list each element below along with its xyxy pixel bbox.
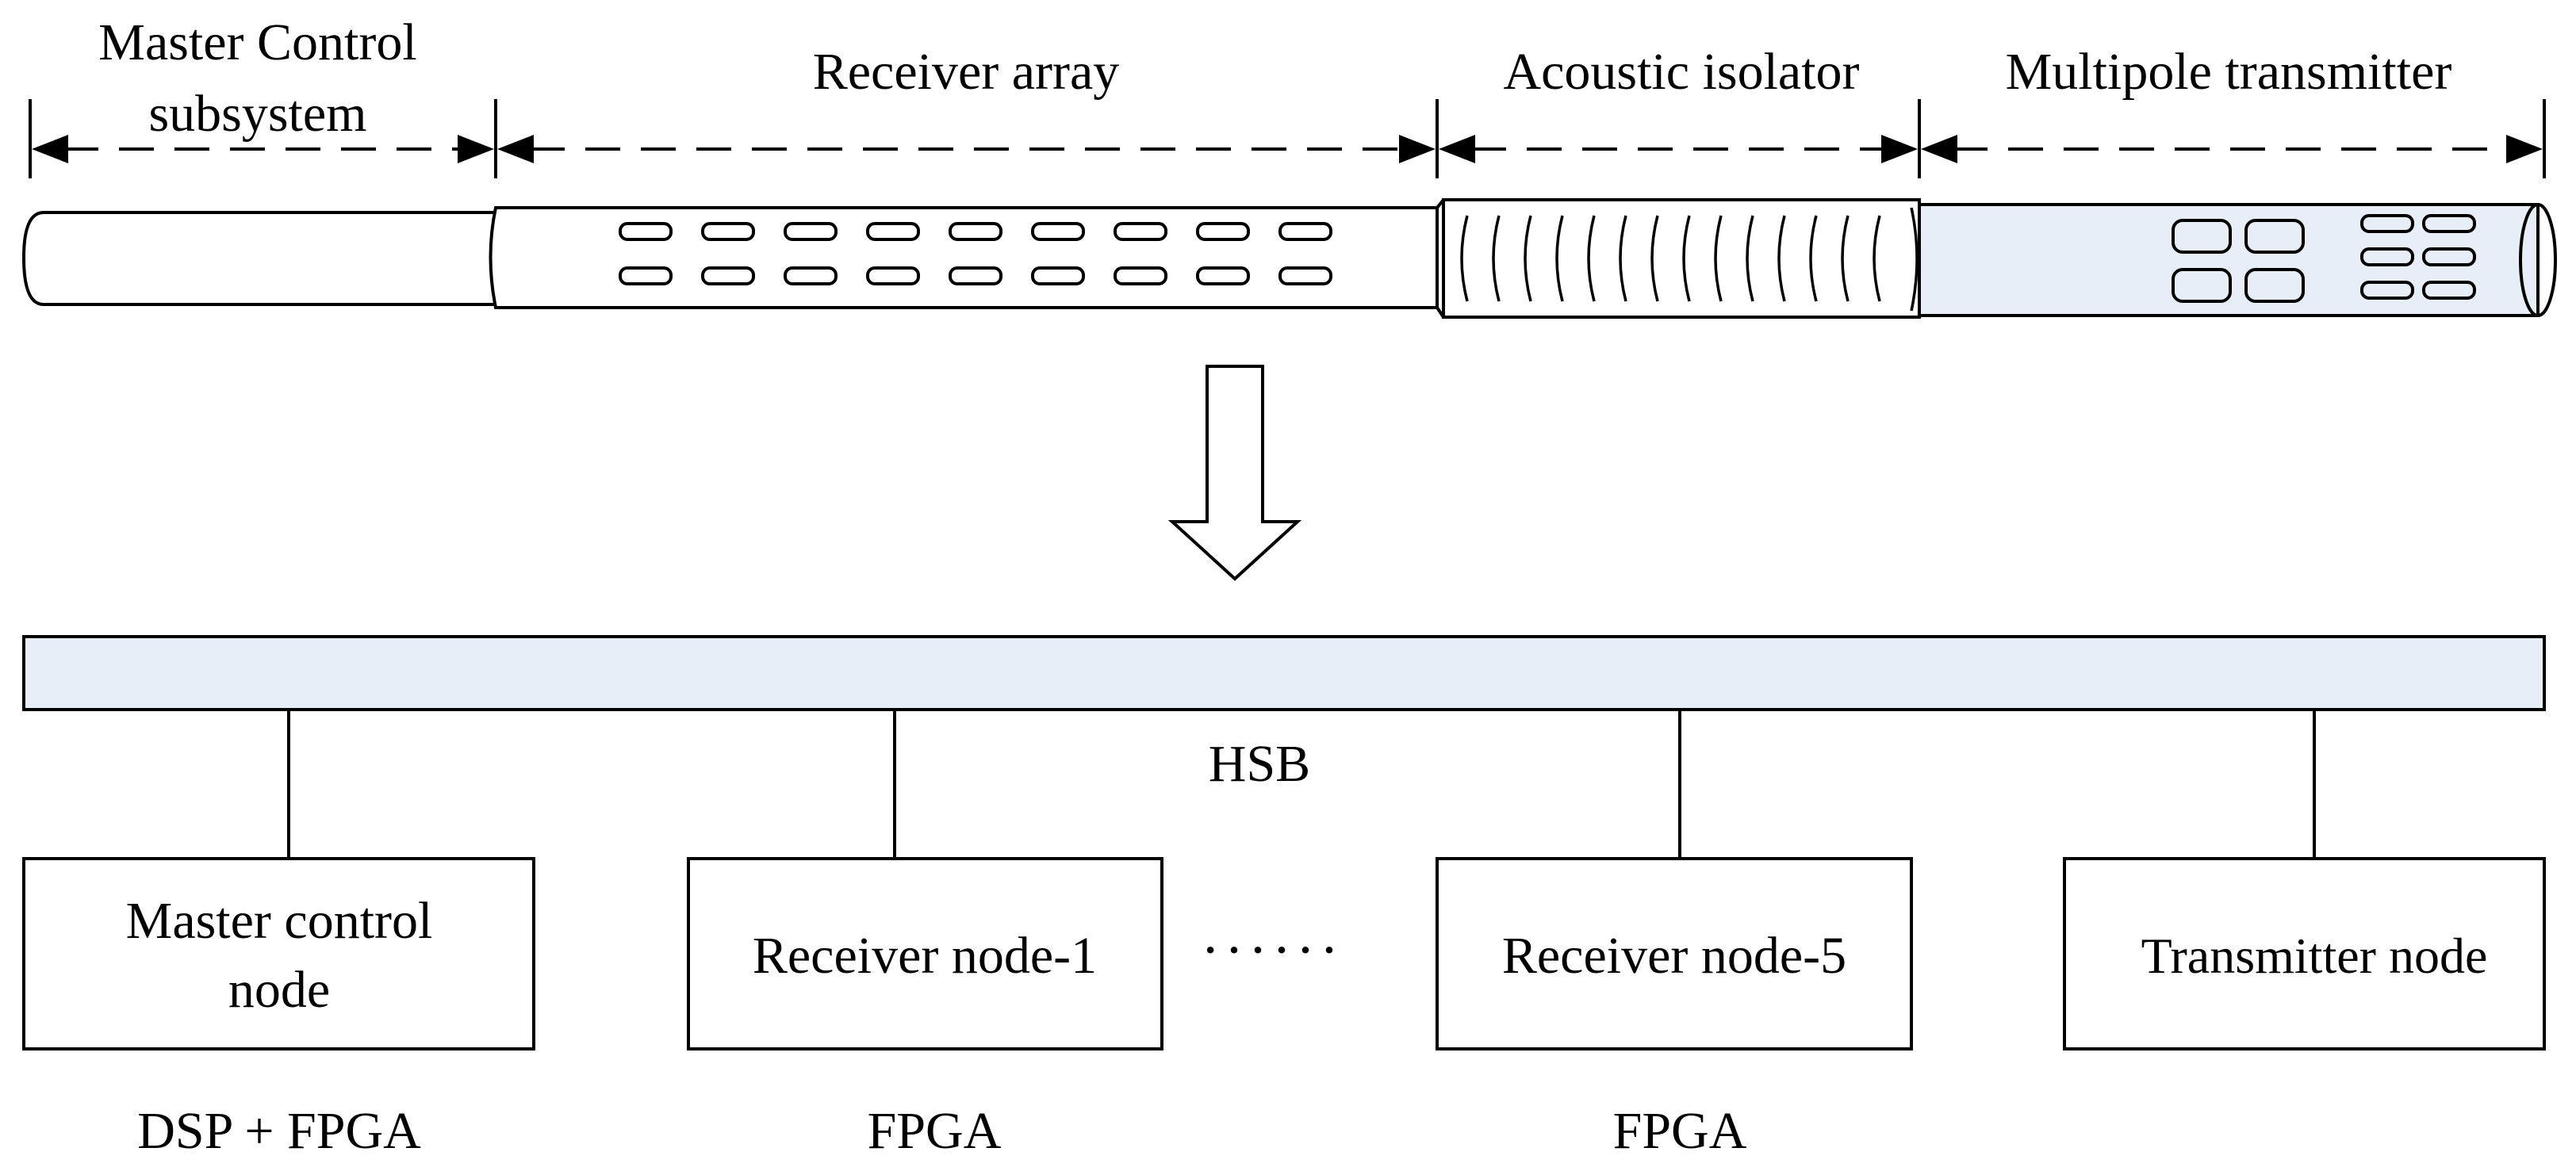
down-arrow-icon (1167, 365, 1302, 581)
node-receiver-5: Receiver node-5 (1436, 857, 1913, 1050)
isolator-grooves (1460, 207, 1919, 312)
tool-master-control-section (21, 211, 496, 306)
chip-receiver-1: FPGA (868, 1102, 1002, 1160)
hsb-label: HSB (1209, 735, 1310, 793)
node-receiver-1: Receiver node-1 (687, 857, 1163, 1050)
tool-receiver-array-section (489, 206, 1439, 309)
dimension-lines (29, 99, 2546, 178)
section-labels: Master Control subsystem Receiver array … (98, 13, 2451, 143)
hsb-bus (22, 635, 2546, 711)
label-multipole-transmitter: Multipole transmitter (2006, 43, 2452, 101)
node-receiver-5-label: Receiver node-5 (1502, 927, 1846, 985)
label-receiver-array: Receiver array (813, 43, 1120, 101)
node-master-control: Master control node (22, 857, 535, 1050)
label-master-control-line2: subsystem (148, 85, 366, 143)
chip-master-control: DSP + FPGA (137, 1102, 421, 1160)
node-transmitter-label: Transmitter node (2141, 928, 2488, 984)
chip-receiver-5: FPGA (1613, 1102, 1747, 1160)
node-master-control-line1: Master control (126, 892, 433, 950)
receiver-slots (619, 222, 1332, 285)
node-transmitter: Transmitter node (2063, 857, 2546, 1050)
transmitter-elements (2172, 214, 2476, 303)
bus-connectors (287, 710, 2316, 859)
node-receiver-1-label: Receiver node-1 (753, 927, 1097, 985)
label-acoustic-isolator: Acoustic isolator (1503, 43, 1859, 101)
node-master-control-line2: node (228, 961, 330, 1019)
ellipsis: ······ (1201, 918, 1344, 982)
logging-tool (21, 198, 2557, 319)
label-master-control-line1: Master Control (98, 13, 416, 71)
